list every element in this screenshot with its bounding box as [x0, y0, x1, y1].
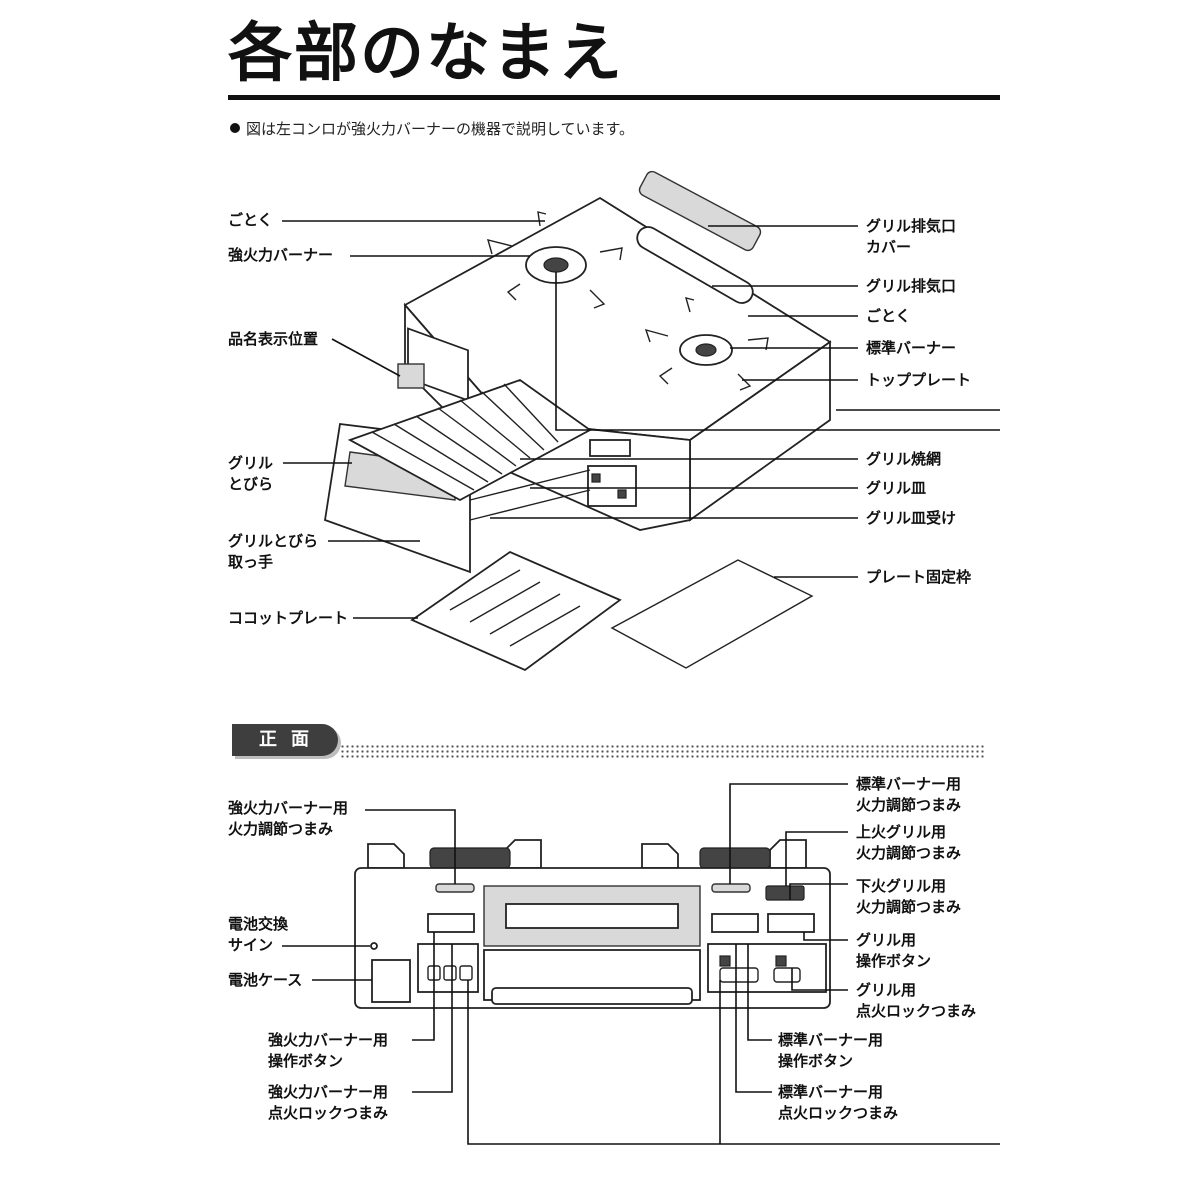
- label-grill-door: グリルとびら: [228, 454, 274, 493]
- section-tab-front: 正面: [232, 724, 338, 756]
- front-left-panel: [417, 943, 479, 993]
- top-leaders-right: [490, 225, 1000, 578]
- note-text: 図は左コンロが強火力バーナーの機器で説明しています。: [246, 120, 635, 138]
- label-top-plate: トッププレート: [866, 371, 972, 389]
- label-cocotte-plate: ココットプレート: [228, 609, 349, 627]
- label-grill-button: グリル用操作ボタン: [856, 931, 932, 970]
- label-grill-pan-holder: グリル皿受け: [866, 509, 957, 527]
- front-standard-knob: [711, 883, 751, 893]
- front-strong-burner: [429, 847, 511, 869]
- label-standard-lock: 標準バーナー用点火ロックつまみ: [778, 1083, 899, 1122]
- label-plate-frame: プレート固定枠: [866, 568, 972, 586]
- label-upper-grill-knob: 上火グリル用火力調節つまみ: [856, 823, 962, 862]
- label-grill-lock: グリル用点火ロックつまみ: [856, 981, 977, 1020]
- front-battery-case: [371, 959, 411, 1003]
- front-grill-handle: [491, 987, 693, 1005]
- iso-exhaust-slot: [636, 226, 754, 304]
- front-grill-window: [505, 903, 679, 929]
- front-upper-grill-knob: [765, 885, 805, 901]
- label-strong-burner: 強火力バーナー: [228, 246, 334, 264]
- iso-strong-gotoku: [486, 211, 623, 309]
- bullet-icon: [230, 123, 240, 133]
- label-battery-case: 電池ケース: [228, 971, 303, 989]
- iso-control-right-2: [587, 465, 637, 507]
- label-standard-knob: 標準バーナー用火力調節つまみ: [856, 775, 962, 814]
- label-strong-button: 強火力バーナー用操作ボタン: [268, 1031, 389, 1070]
- iso-exhaust-cover: [638, 170, 762, 252]
- front-standard-burner: [699, 847, 771, 869]
- iso-standard-gotoku: [644, 297, 769, 391]
- label-standard-burner: 標準バーナー: [866, 339, 957, 357]
- label-strong-knob: 強火力バーナー用火力調節つまみ: [228, 799, 349, 838]
- front-battery-sign: [370, 942, 378, 950]
- label-grill-exhaust-cover: グリル排気口カバー: [866, 217, 957, 256]
- label-lower-grill-knob: 下火グリル用火力調節つまみ: [856, 877, 962, 916]
- label-product-name-position: 品名表示位置: [228, 330, 319, 348]
- label-battery-sign: 電池交換サイン: [228, 915, 289, 954]
- front-gotoku-left: [367, 843, 405, 869]
- label-grill-exhaust: グリル排気口: [866, 277, 957, 295]
- label-gotoku-right: ごとく: [866, 307, 911, 325]
- iso-plate-frame: [610, 559, 814, 669]
- iso-product-label: [397, 363, 425, 389]
- front-standard-button: [711, 913, 759, 933]
- iso-control-square: [591, 473, 601, 483]
- label-grill-pan: グリル皿: [866, 479, 927, 497]
- title-rule: [228, 95, 1000, 100]
- label-gotoku-left: ごとく: [228, 211, 273, 229]
- front-strong-button: [427, 913, 475, 933]
- label-grill-door-handle: グリルとびら取っ手: [228, 532, 319, 571]
- page-title: 各部のなまえ: [228, 17, 624, 91]
- stove-front-view: [354, 839, 831, 1009]
- front-grill-button: [767, 913, 815, 933]
- label-grill-net: グリル焼網: [866, 450, 942, 468]
- front-strong-knob: [435, 883, 475, 893]
- note: 図は左コンロが強火力バーナーの機器で説明しています。: [230, 118, 634, 139]
- top-leaders-left: [282, 220, 545, 619]
- stove-isometric: [323, 170, 832, 672]
- iso-control-right-1: [589, 439, 631, 457]
- front-leaders: [282, 783, 1000, 1145]
- iso-cocotte-plate: [410, 550, 622, 672]
- section-divider: [340, 744, 986, 760]
- label-standard-button: 標準バーナー用操作ボタン: [778, 1031, 884, 1070]
- label-strong-lock: 強火力バーナー用点火ロックつまみ: [268, 1083, 389, 1122]
- iso-control-square-2: [617, 489, 627, 499]
